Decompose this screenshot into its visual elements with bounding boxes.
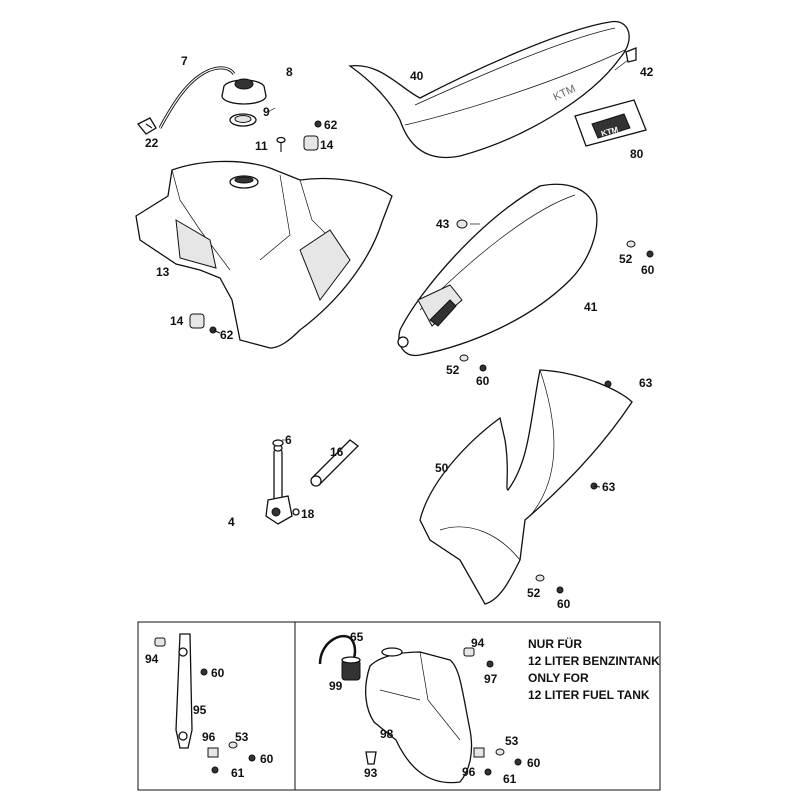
callout-9: 9 xyxy=(263,105,270,119)
callout-97: 97 xyxy=(484,672,498,686)
callout-93: 93 xyxy=(364,766,378,780)
callout-60c: 60 xyxy=(557,597,571,611)
callout-16: 16 xyxy=(330,445,344,459)
callout-65: 65 xyxy=(350,630,364,644)
grommet-43 xyxy=(456,219,468,229)
decal-80: KTM xyxy=(574,99,647,147)
bushing-14a xyxy=(303,135,319,151)
note-line-3: ONLY FOR xyxy=(528,671,589,685)
bolt-60e xyxy=(248,754,256,762)
callout-99: 99 xyxy=(329,679,343,693)
callout-62a: 62 xyxy=(324,118,338,132)
note-line-2: 12 LITER BENZINTANK xyxy=(528,654,660,668)
bushing-14b xyxy=(189,313,205,329)
callout-53b: 53 xyxy=(505,734,519,748)
callout-96a: 96 xyxy=(202,730,216,744)
bolt-60c xyxy=(556,586,564,594)
screw-11 xyxy=(276,136,286,152)
leader-8-9 xyxy=(267,107,276,113)
fuel-tap-4 xyxy=(265,444,293,525)
note-line-4: 12 LITER FUEL TANK xyxy=(528,688,650,702)
callout-63a: 63 xyxy=(639,376,653,390)
bracket-95 xyxy=(175,633,193,749)
note-line-1: NUR FÜR xyxy=(528,636,582,651)
cap-seal-9 xyxy=(229,113,257,127)
seat-bracket-42 xyxy=(625,47,637,63)
fuel-tank-13 xyxy=(135,160,393,349)
spacer-94b xyxy=(463,647,475,657)
callout-60a: 60 xyxy=(641,263,655,277)
callout-61a: 61 xyxy=(231,766,245,780)
fitting-93 xyxy=(365,751,377,765)
callout-94a: 94 xyxy=(145,652,159,666)
callout-43: 43 xyxy=(436,217,450,231)
vent-hose-7 xyxy=(158,66,236,129)
small-tank-98 xyxy=(364,647,473,784)
callout-13: 13 xyxy=(156,265,170,279)
side-panel-41 xyxy=(397,183,598,357)
washer-53a xyxy=(228,741,238,749)
spacer-94a xyxy=(154,637,166,647)
callout-60e: 60 xyxy=(260,752,274,766)
filter-99 xyxy=(341,656,361,681)
leader-lines xyxy=(282,59,629,441)
inset-right-frame xyxy=(294,621,661,791)
seat-40: KTM xyxy=(348,20,630,159)
callout-98: 98 xyxy=(380,727,394,741)
callout-63b: 63 xyxy=(602,480,616,494)
callout-14b: 14 xyxy=(170,314,184,328)
callout-80: 80 xyxy=(630,147,644,161)
callout-7: 7 xyxy=(181,54,188,68)
callout-50: 50 xyxy=(435,461,449,475)
bolt-61a xyxy=(211,766,219,774)
bolt-61b xyxy=(484,768,492,776)
vent-hose-65 xyxy=(318,634,357,665)
callout-42: 42 xyxy=(640,65,654,79)
washer-52b xyxy=(459,354,469,362)
washer-52c xyxy=(535,574,545,582)
o-ring-6 xyxy=(272,439,284,447)
bolt-62b xyxy=(209,326,221,334)
bolt-60b xyxy=(479,364,487,372)
fuel-hose-16 xyxy=(310,439,359,487)
callout-61b: 61 xyxy=(503,772,517,786)
callout-94b: 94 xyxy=(471,636,485,650)
washer-52a xyxy=(626,240,636,248)
callout-14a: 14 xyxy=(320,138,334,152)
bolt-60f xyxy=(514,758,522,766)
hose-fitting-22 xyxy=(136,117,157,135)
nut-96b xyxy=(473,747,485,758)
bolt-60a xyxy=(646,250,654,258)
callout-52a: 52 xyxy=(619,252,633,266)
callout-96b: 96 xyxy=(462,765,476,779)
callout-6: 6 xyxy=(285,433,292,447)
callout-52c: 52 xyxy=(527,586,541,600)
callout-8: 8 xyxy=(286,65,293,79)
callout-11: 11 xyxy=(255,139,268,153)
callout-60d: 60 xyxy=(211,666,225,680)
screw-18 xyxy=(292,508,300,516)
spoiler-50 xyxy=(419,369,633,605)
bolt-63b xyxy=(590,482,601,490)
callout-52b: 52 xyxy=(446,363,460,377)
fuel-cap-8 xyxy=(221,78,267,105)
bolt-60d xyxy=(200,668,208,676)
nut-96a xyxy=(207,747,219,758)
callout-41: 41 xyxy=(584,300,598,314)
callout-22: 22 xyxy=(145,136,159,150)
callout-60b: 60 xyxy=(476,374,490,388)
callout-53a: 53 xyxy=(235,730,249,744)
callout-62b: 62 xyxy=(220,328,234,342)
callout-18: 18 xyxy=(301,507,315,521)
bolt-63a xyxy=(604,380,612,388)
callout-95: 95 xyxy=(193,703,207,717)
callout-40: 40 xyxy=(410,69,424,83)
callout-60f: 60 xyxy=(527,756,541,770)
callout-4: 4 xyxy=(228,515,235,529)
bolt-62a xyxy=(314,120,322,128)
bolt-97 xyxy=(486,660,494,668)
washer-53b xyxy=(495,748,505,756)
